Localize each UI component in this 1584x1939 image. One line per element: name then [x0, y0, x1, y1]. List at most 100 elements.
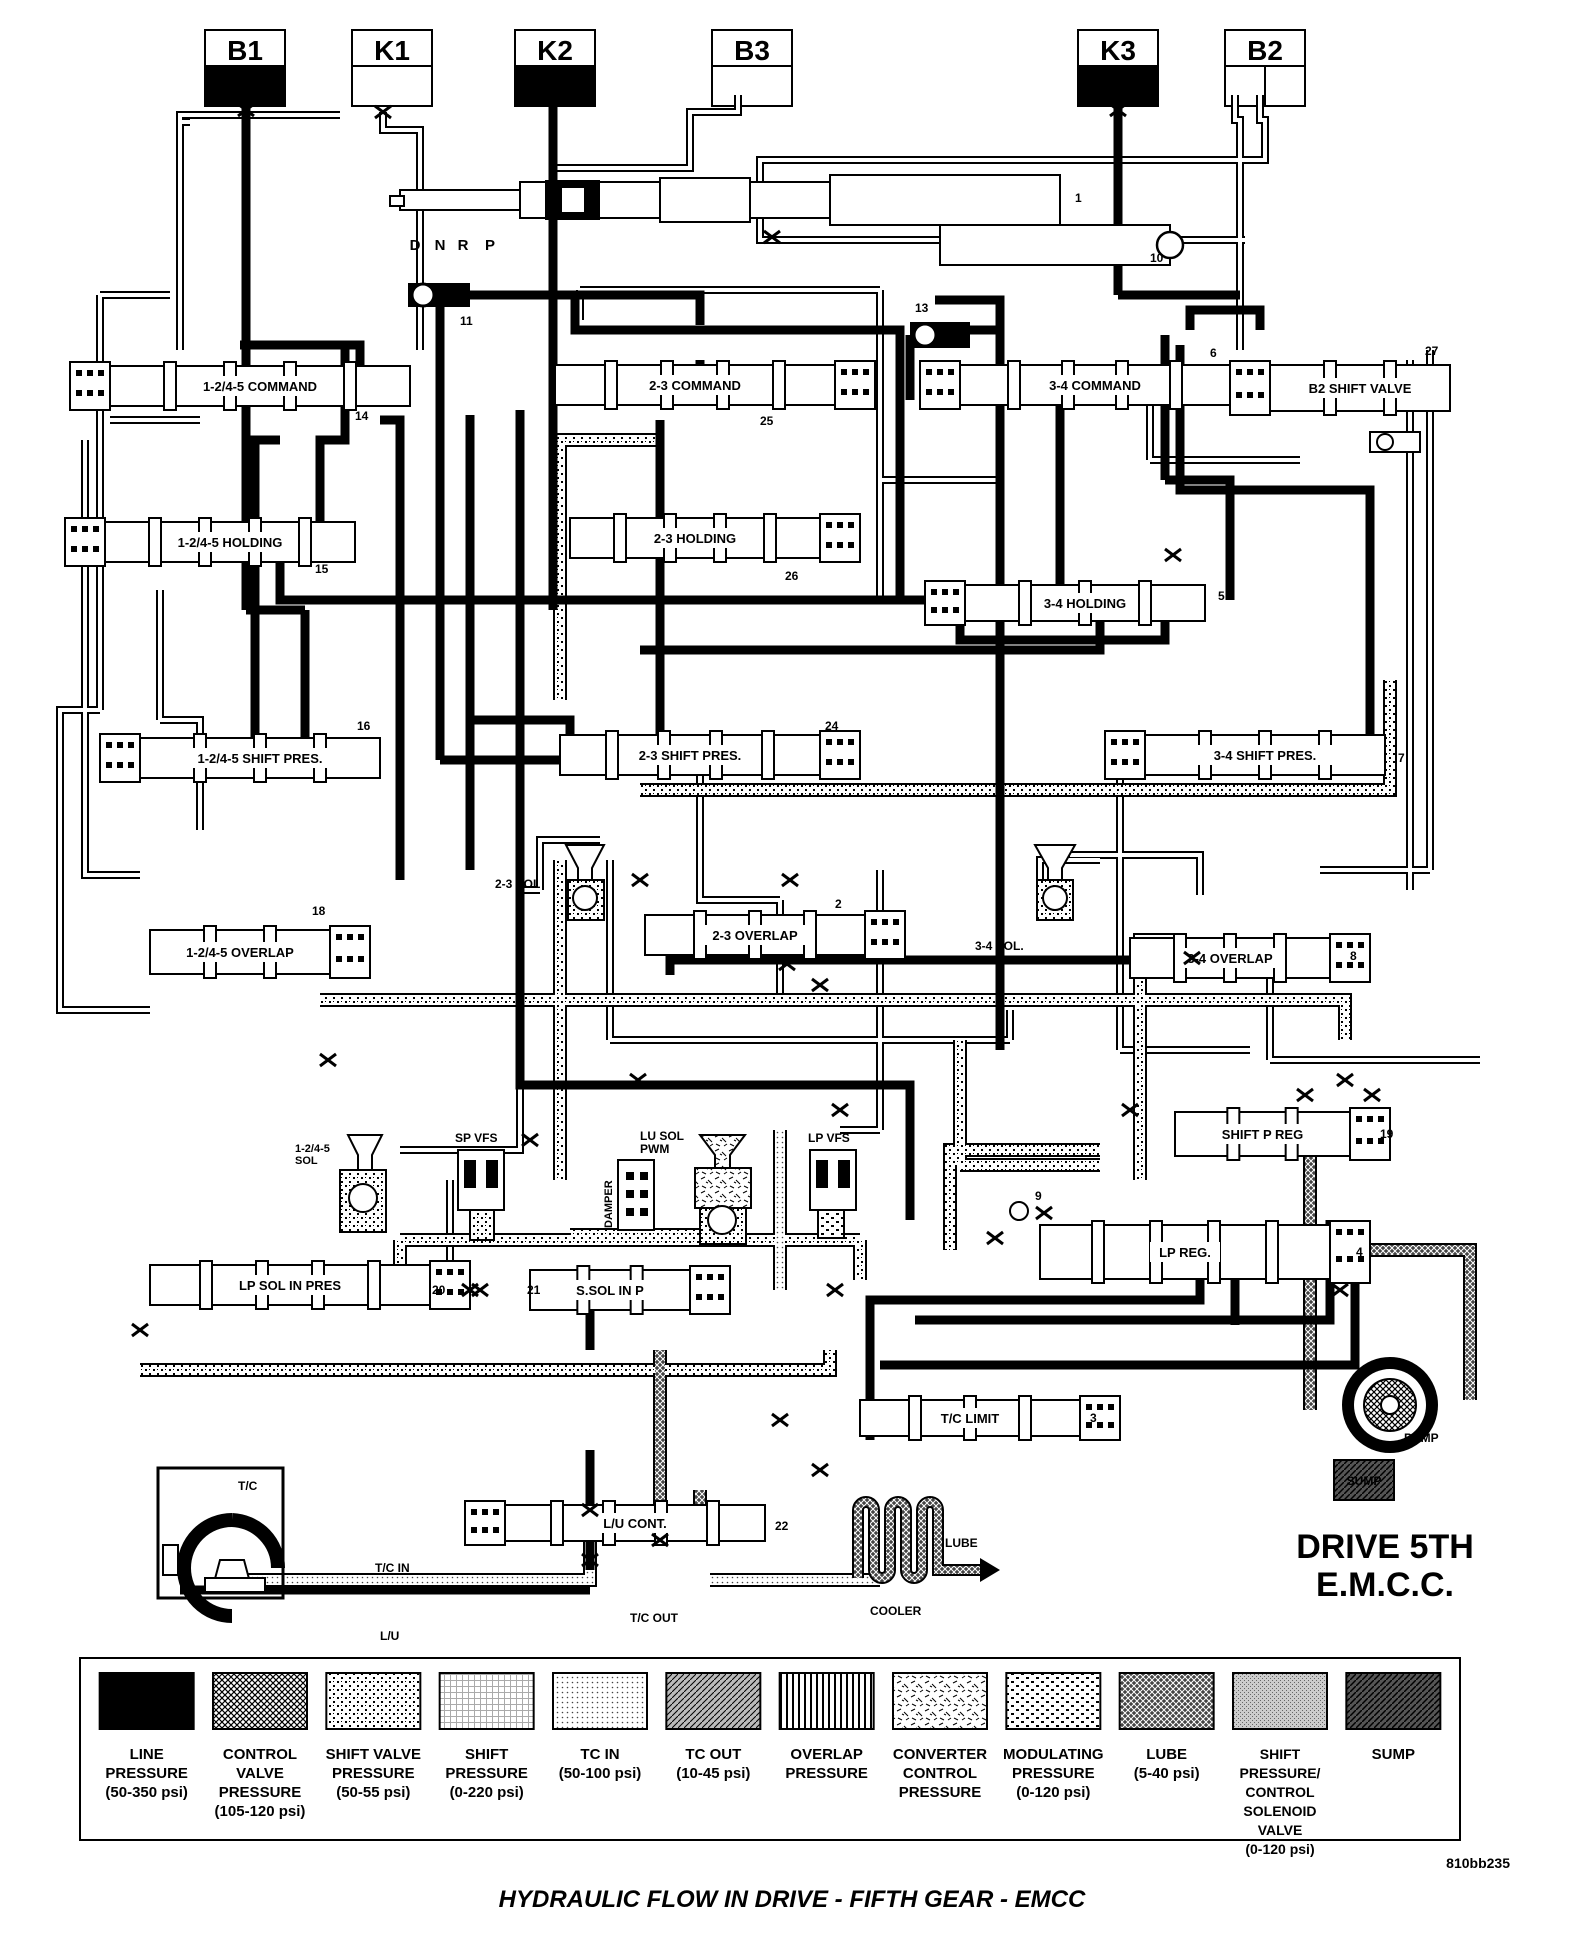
valve-ovl-23[interactable]: 2-3 OVERLAP [644, 910, 906, 960]
clutch-k2: K2 [514, 29, 596, 107]
valve-shift-23[interactable]: 2-3 SHIFT PRES. [559, 730, 861, 780]
damper [617, 1159, 655, 1231]
spring-cap [919, 360, 961, 410]
valve-cmd-1245[interactable]: 1-2/4-5 COMMAND [69, 361, 411, 411]
figure-caption: HYDRAULIC FLOW IN DRIVE - FIFTH GEAR - E… [498, 1886, 1086, 1913]
valve-lu-cont[interactable]: L/U CONT. [464, 1500, 766, 1546]
callout-10: 10 [1150, 251, 1164, 265]
orifice-mark [581, 1552, 599, 1568]
pump [1333, 1357, 1438, 1501]
orifice-mark [1183, 950, 1201, 966]
spring-cap [329, 925, 371, 979]
orifice-mark [826, 1282, 844, 1298]
valve-label: LP SOL IN PRES [239, 1278, 341, 1293]
valve-label: 3-4 SHIFT PRES. [1214, 748, 1317, 763]
pump-label: PUMP [1404, 1431, 1439, 1445]
spring-cap [1229, 360, 1271, 416]
spring-cap [1329, 1220, 1371, 1284]
clutch-label-k1: K1 [374, 35, 410, 66]
legend-swatch-control [212, 1672, 308, 1730]
legend-caption-sump: SUMP [1371, 1746, 1415, 1763]
title-line-2: E.M.C.C. [1316, 1566, 1454, 1604]
solenoids [339, 844, 1077, 1245]
orifice-mark [986, 1230, 1004, 1246]
valve-label: 1-2/4-5 HOLDING [178, 535, 283, 550]
valve-shift-1245[interactable]: 1-2/4-5 SHIFT PRES. [99, 733, 381, 783]
valve-cmd-34[interactable]: 3-4 COMMAND [919, 360, 1231, 410]
torque-converter [156, 1466, 286, 1623]
legend-caption-shiftvalve: SHIFT VALVE PRESSURE (50-55 psi) [325, 1746, 421, 1801]
legend-swatch-tcin [552, 1672, 648, 1730]
callout-16: 16 [357, 719, 371, 733]
orifice-mark [631, 872, 649, 888]
valve-lp-sol-in[interactable]: LP SOL IN PRES [149, 1260, 471, 1310]
manual-valve[interactable] [389, 174, 1185, 266]
valve-label: 1-2/4-5 COMMAND [203, 379, 317, 394]
callout-22: 22 [775, 1519, 789, 1533]
valve-cmd-23[interactable]: 2-3 COMMAND [554, 360, 876, 410]
orifice-mark [319, 1052, 337, 1068]
valve-label: 2-3 OVERLAP [712, 928, 798, 943]
legend-swatch-lube [1118, 1672, 1215, 1730]
valve-shift-34[interactable]: 3-4 SHIFT PRES. [1104, 730, 1386, 780]
clutch-label-b1: B1 [227, 35, 263, 66]
shift-position-d: D [410, 237, 421, 254]
valve-hold-1245[interactable]: 1-2/4-5 HOLDING [64, 517, 356, 567]
callout-6: 6 [1210, 346, 1217, 360]
sol-1245 [339, 1134, 387, 1233]
sp-vfs [457, 1149, 505, 1241]
spring-cap [1104, 730, 1146, 780]
callout-14: 14 [355, 409, 369, 423]
valve-label: 3-4 COMMAND [1049, 378, 1141, 393]
callout-15: 15 [315, 562, 329, 576]
valve-b2-shift[interactable]: B2 SHIFT VALVE [1229, 360, 1451, 416]
spring-cap [864, 910, 906, 960]
orifice-mark [1164, 547, 1182, 563]
callout-27: 27 [1425, 344, 1439, 358]
callout-20: 20 [432, 1283, 446, 1297]
orifice-mark [831, 1102, 849, 1118]
valve-label: 2-3 SHIFT PRES. [639, 748, 742, 763]
spring-cap [689, 1265, 731, 1315]
orifice-mark [1363, 1087, 1381, 1103]
legend-caption-overlap: OVERLAP PRESSURE [785, 1746, 868, 1782]
valve-ovl-34[interactable]: 3-4 OVERLAP [1129, 933, 1371, 983]
legend [79, 1657, 1461, 1841]
valve-label: 3-4 OVERLAP [1187, 951, 1273, 966]
valve-label: 3-4 HOLDING [1044, 596, 1126, 611]
clutch-k1: K1 [351, 29, 433, 107]
sol-34 [1033, 844, 1077, 921]
legend-swatch-modulating [1005, 1672, 1102, 1730]
spring-cap [464, 1500, 506, 1546]
spring-cap [819, 730, 861, 780]
callout-1: 1 [1075, 191, 1082, 205]
callout-26: 26 [785, 569, 799, 583]
callout-18: 18 [312, 904, 326, 918]
valve-tc-limit[interactable]: T/C LIMIT [859, 1395, 1121, 1441]
valve-s-sol-in[interactable]: S.SOL IN P [529, 1265, 731, 1315]
legend-caption-control: CONTROL VALVE PRESSURE (105-120 psi) [214, 1746, 306, 1820]
orifice-mark [1331, 1282, 1349, 1298]
orifice-mark [811, 1462, 829, 1478]
legend-caption-shiftctrl: SHIFT PRESSURE/ CONTROL SOLENOID VALVE (… [1239, 1746, 1321, 1857]
damper-label: DAMPER [603, 1180, 615, 1228]
valve-hold-34[interactable]: 3-4 HOLDING [924, 580, 1206, 626]
valve-hold-23[interactable]: 2-3 HOLDING [569, 513, 861, 563]
orifice-mark [581, 1502, 599, 1518]
solenoid-label-sp-vfs: SP VFS [455, 1131, 497, 1145]
spring-cap [429, 1260, 471, 1310]
legend-caption-lube: LUBE (5-40 psi) [1133, 1746, 1200, 1782]
legend-caption-shift: SHIFT PRESSURE (0-220 psi) [445, 1746, 528, 1801]
valve-ovl-1245[interactable]: 1-2/4-5 OVERLAP [149, 925, 371, 979]
clutch-label-k3: K3 [1100, 35, 1136, 66]
valve-lp-reg[interactable]: LP REG. [1039, 1220, 1371, 1284]
legend-caption-converter: CONVERTER CONTROL PRESSURE [892, 1746, 988, 1801]
legend-caption-line: LINE PRESSURE (50-350 psi) [105, 1746, 188, 1801]
valve-shift-p-reg[interactable]: SHIFT P REG [1174, 1107, 1391, 1161]
orifice-mark [374, 104, 392, 120]
control-lines-outline [56, 95, 1480, 1294]
valve-label: S.SOL IN P [576, 1283, 644, 1298]
legend-caption-modulating: MODULATING PRESSURE (0-120 psi) [1003, 1746, 1104, 1801]
tc-label: T/C [238, 1479, 258, 1493]
